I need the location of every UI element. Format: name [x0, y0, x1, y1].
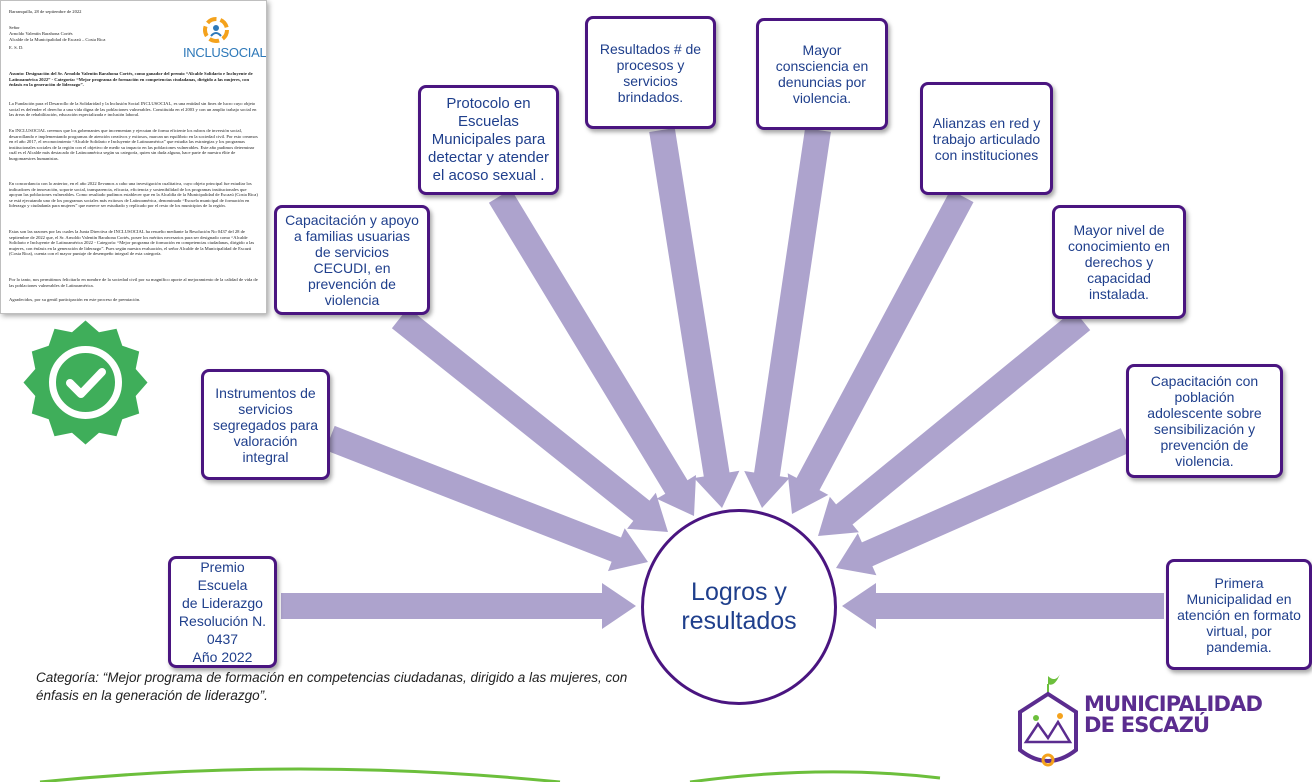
doc-recipient-title: Alcalde de la Municipalidad de Escazú – … — [9, 37, 106, 42]
bottom-decor-curves — [39, 767, 941, 782]
doc-esd: E. S. D. — [9, 45, 24, 50]
box-adolescente: Capacitación con población adolescente s… — [1126, 364, 1283, 478]
box-capacitacion-familias: Capacitación y apoyo a familias usuarias… — [274, 205, 430, 315]
box-instrumentos: Instrumentos de servicios segregados par… — [201, 369, 330, 480]
doc-paragraph-6: Agradecidos, por su gentil participación… — [9, 297, 141, 302]
municipality-line-2: DE ESCAZÚ — [1084, 713, 1210, 737]
arrow-familias — [391, 307, 668, 532]
category-caption: Categoría: “Mejor programa de formación … — [36, 670, 628, 703]
inclusocial-logo-icon — [203, 17, 229, 43]
arrow-protocolo — [488, 189, 696, 517]
box-consciencia: Mayor consciencia en denuncias por viole… — [756, 18, 888, 130]
doc-paragraph-1: La Fundación para el Desarrollo de la So… — [9, 101, 257, 118]
arrow-conocimiento — [818, 309, 1091, 536]
box-protocolo: Protocolo en Escuelas Municipales para d… — [418, 85, 559, 195]
doc-paragraph-4: Estas son las razones por las cuales la … — [9, 229, 255, 257]
municipality-name: MUNICIPALIDAD DE ESCAZÚ — [1084, 692, 1263, 737]
doc-date: Barranquilla, 28 de septiembre de 2022 — [9, 9, 82, 14]
arrow-resultados — [649, 128, 740, 508]
municipality-logo-icon — [1018, 674, 1078, 767]
doc-recipient: Arnoldo Valentín Barahona Cortés — [9, 31, 73, 36]
award-letter-document: Barranquilla, 28 de septiembre de 2022 S… — [0, 0, 267, 314]
arrow-instrumentos — [325, 425, 648, 572]
arrow-virtual — [842, 583, 1164, 629]
doc-paragraph-5: Por lo tanto, nos permitimos felicitarlo… — [9, 277, 258, 288]
center-hub: Logros y resultados — [641, 509, 837, 705]
arrow-adolescente — [836, 428, 1132, 576]
box-conocimiento: Mayor nivel de conocimiento en derechos … — [1052, 205, 1186, 319]
doc-salutation: Señor — [9, 25, 20, 30]
doc-paragraph-2: En INCLUSOCIAL creemos que los gobernant… — [9, 128, 258, 161]
arrow-alianzas — [787, 189, 974, 514]
doc-paragraph-3: En concordancia con lo anterior, en el a… — [9, 181, 258, 209]
box-virtual: Primera Municipalidad en atención en for… — [1166, 559, 1312, 670]
doc-subject: Asunto: Designación del Sr. Arnoldo Vale… — [9, 71, 253, 88]
arrow-premio — [281, 583, 636, 629]
box-resultados: Resultados # de procesos y servicios bri… — [585, 16, 716, 129]
municipality-line-1: MUNICIPALIDAD — [1084, 692, 1263, 716]
arrow-consciencia — [744, 128, 831, 508]
box-alianzas: Alianzas en red y trabajo articulado con… — [920, 82, 1053, 195]
box-premio-escuela: Premio Escuela de Liderazgo Resolución N… — [168, 556, 277, 668]
inclusocial-logo-text: INCLUSOCIAL — [183, 45, 267, 60]
check-badge-icon — [23, 320, 148, 445]
